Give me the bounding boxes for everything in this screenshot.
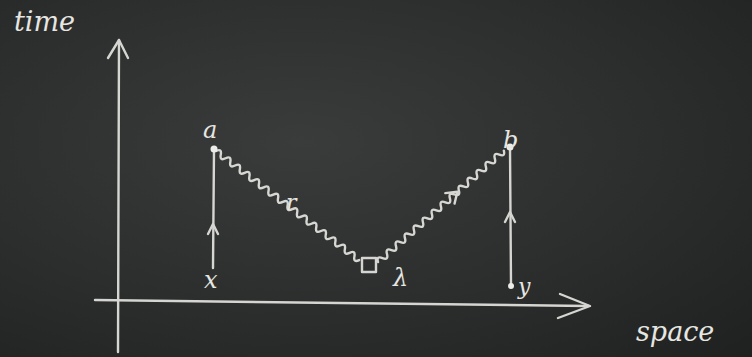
photon-line <box>373 145 508 267</box>
photon-arrow <box>445 187 462 204</box>
line-label: λ <box>393 266 408 290</box>
time-axis <box>118 40 119 352</box>
point-label: x <box>204 268 218 292</box>
axis-label: space <box>636 318 714 345</box>
point-label: y <box>518 276 530 298</box>
axis-label: time <box>14 8 75 35</box>
line-label: r <box>286 192 297 214</box>
worldline-arrow <box>505 212 515 222</box>
photon-line <box>214 149 361 263</box>
event-dot <box>211 146 218 153</box>
time-axis-arrow <box>108 40 128 58</box>
vertex-square <box>362 258 376 272</box>
space-axis-arrow <box>558 294 590 318</box>
point-label: b <box>503 128 518 152</box>
worldline-arrow <box>208 224 218 234</box>
space-axis <box>95 300 588 306</box>
worldline <box>213 150 214 268</box>
event-dot <box>508 283 514 289</box>
point-label: a <box>203 118 217 142</box>
